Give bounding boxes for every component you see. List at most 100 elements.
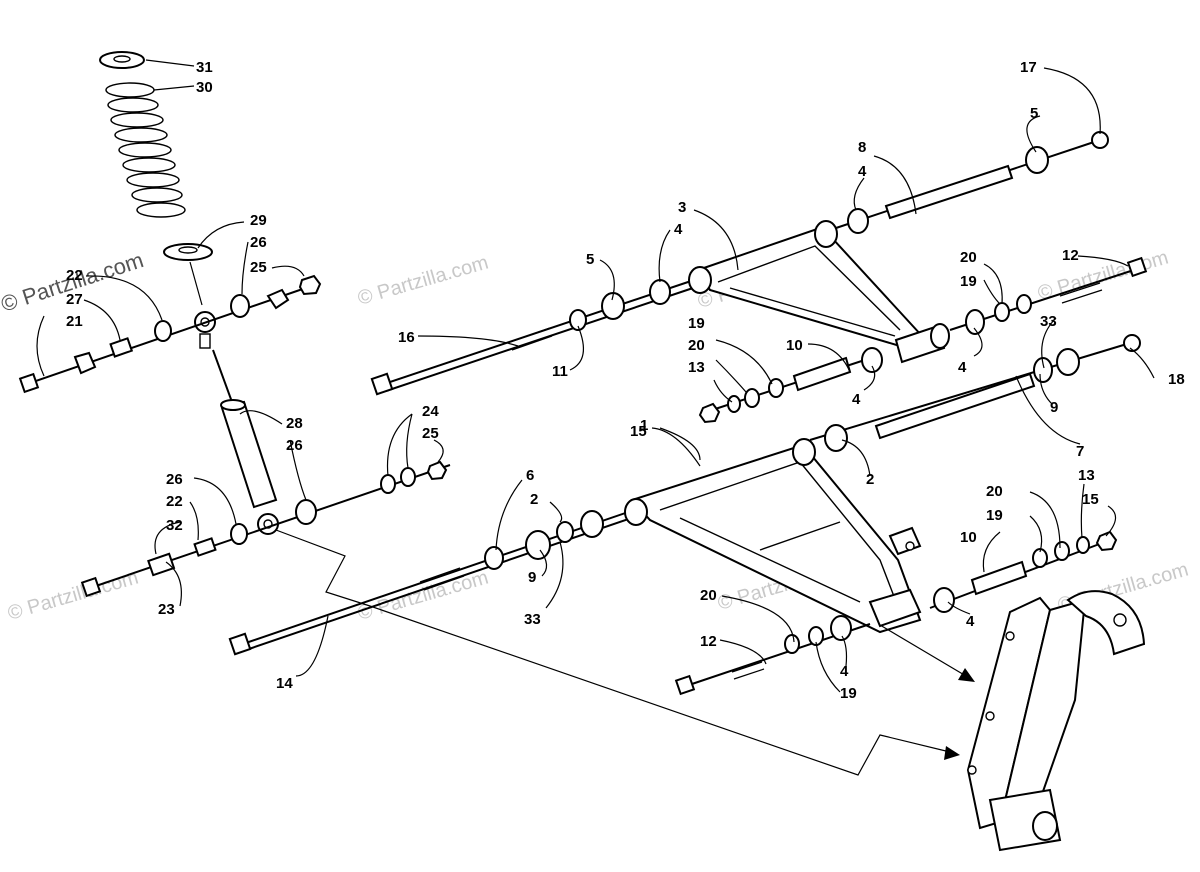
bolt-21 bbox=[18, 372, 40, 394]
washer-27 bbox=[154, 320, 172, 342]
callout-32: 32 bbox=[166, 517, 183, 534]
coil-spring-30 bbox=[105, 82, 186, 218]
callout-26: 26 bbox=[250, 234, 267, 251]
callout-25: 25 bbox=[422, 425, 439, 442]
bushing-2-lower bbox=[580, 510, 604, 538]
sleeve-23 bbox=[147, 552, 176, 577]
spring-seat-hole bbox=[178, 246, 198, 254]
bolt-12-head-upper bbox=[1126, 256, 1148, 278]
callout-4: 4 bbox=[674, 221, 683, 238]
callout-2: 2 bbox=[866, 471, 874, 488]
nut-25-lower bbox=[426, 460, 448, 481]
bolt-12-lower-thread bbox=[731, 661, 765, 680]
callout-11: 11 bbox=[552, 363, 568, 380]
arrow-head bbox=[944, 746, 960, 760]
washer-20-lower bbox=[1054, 541, 1070, 561]
sleeve-22-lower bbox=[193, 537, 217, 557]
callout-28: 28 bbox=[286, 415, 303, 432]
callout-16: 16 bbox=[398, 329, 415, 346]
callout-19: 19 bbox=[688, 315, 705, 332]
callout-6: 6 bbox=[526, 467, 534, 484]
callout-10: 10 bbox=[960, 529, 977, 546]
bushing-4-mid bbox=[861, 347, 883, 373]
bolt-14-head bbox=[228, 632, 252, 656]
callout-5: 5 bbox=[586, 251, 594, 268]
callout-26: 26 bbox=[286, 437, 303, 454]
washer-19-mid bbox=[768, 378, 784, 398]
callout-13: 13 bbox=[1078, 467, 1095, 484]
callout-20: 20 bbox=[986, 483, 1003, 500]
callout-4: 4 bbox=[966, 613, 975, 630]
bushing-4-lower-left bbox=[830, 615, 852, 641]
callout-24: 24 bbox=[422, 403, 439, 420]
callout-labels: 31 30 29 26 25 22 27 21 28 26 24 25 26 2… bbox=[66, 59, 1185, 702]
callout-20: 20 bbox=[688, 337, 705, 354]
nut-17 bbox=[1091, 131, 1109, 149]
shock-bumper bbox=[199, 333, 211, 349]
callout-3: 3 bbox=[678, 199, 686, 216]
watermark-text: © Partzilla.com bbox=[355, 252, 491, 310]
callout-19: 19 bbox=[960, 273, 977, 290]
bushing-4-top bbox=[847, 208, 869, 234]
washer-33-upper bbox=[1033, 357, 1053, 383]
washer-33-lower bbox=[556, 521, 574, 543]
sleeve-22-upper bbox=[109, 337, 134, 358]
callout-14: 14 bbox=[276, 675, 293, 692]
callout-13: 13 bbox=[688, 359, 705, 376]
spindle-stub bbox=[1032, 811, 1058, 841]
callout-19: 19 bbox=[840, 685, 857, 702]
upper-a-arm-assembly bbox=[370, 131, 1148, 424]
callout-22: 22 bbox=[166, 493, 183, 510]
washer-24b bbox=[400, 467, 416, 487]
shock-mount-tab bbox=[888, 526, 922, 556]
callout-29: 29 bbox=[250, 212, 267, 229]
nut-15-upper bbox=[698, 402, 721, 424]
lower-a-arm-assembly bbox=[624, 334, 1141, 696]
callout-18: 18 bbox=[1168, 371, 1185, 388]
bushing-4-upper-right bbox=[965, 309, 985, 335]
callout-12: 12 bbox=[700, 633, 717, 650]
bolt-12-head-lower bbox=[674, 674, 696, 696]
callout-19: 19 bbox=[986, 507, 1003, 524]
callout-25: 25 bbox=[250, 259, 267, 276]
callout-12: 12 bbox=[1062, 247, 1079, 264]
callout-15: 15 bbox=[1082, 491, 1099, 508]
sleeve-10-upper bbox=[792, 356, 852, 392]
shock-body-28 bbox=[220, 400, 278, 509]
watermark-text: © Partzilla.com bbox=[5, 567, 141, 625]
bushing-5-top bbox=[1025, 146, 1049, 174]
spindle-arm bbox=[1066, 590, 1146, 656]
callout-27: 27 bbox=[66, 291, 83, 308]
washer-19-lower bbox=[1032, 548, 1048, 568]
callout-15: 15 bbox=[630, 423, 647, 440]
washer-20-mid bbox=[744, 388, 760, 408]
callout-31: 31 bbox=[196, 59, 213, 76]
callout-30: 30 bbox=[196, 79, 213, 96]
spacer-26-upper bbox=[230, 294, 250, 318]
callout-1: 1 bbox=[640, 417, 648, 434]
washer-20-upper bbox=[1016, 294, 1032, 314]
bracket-left bbox=[73, 351, 97, 375]
callout-8: 8 bbox=[858, 139, 866, 156]
callout-4: 4 bbox=[840, 663, 849, 680]
shaft-8 bbox=[884, 164, 1014, 220]
callout-20: 20 bbox=[700, 587, 717, 604]
connector-line bbox=[275, 529, 371, 607]
washer-6 bbox=[484, 546, 504, 570]
washer-24a bbox=[380, 474, 396, 494]
callout-4: 4 bbox=[958, 359, 967, 376]
callout-21: 21 bbox=[66, 313, 83, 330]
spacer-26-lower-a bbox=[230, 523, 248, 545]
callout-9: 9 bbox=[528, 569, 536, 586]
spindle-assembly bbox=[966, 590, 1146, 852]
lower-arm-sleeve bbox=[868, 588, 922, 628]
bushing-4-upper-left bbox=[649, 279, 671, 305]
callout-23: 23 bbox=[158, 601, 175, 618]
bushing-2-upper bbox=[824, 424, 848, 452]
washer-19-upper bbox=[994, 302, 1010, 322]
callout-33: 33 bbox=[524, 611, 541, 628]
callout-4: 4 bbox=[852, 391, 861, 408]
bolt-16-thread bbox=[509, 327, 553, 351]
bushing-4-lower-right bbox=[933, 587, 955, 613]
